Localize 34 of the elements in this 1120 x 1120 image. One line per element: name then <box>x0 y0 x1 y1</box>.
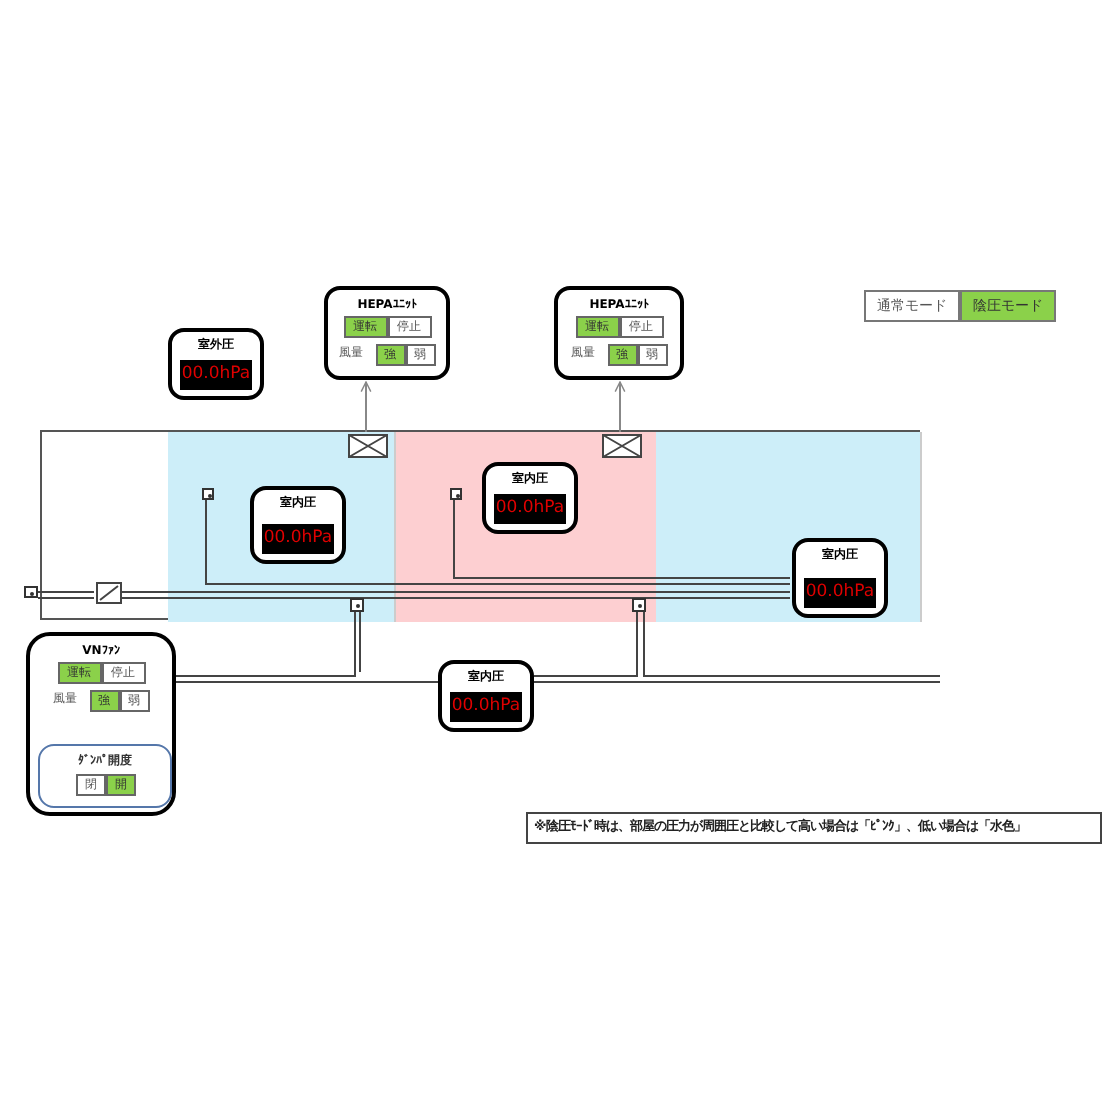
pressure-sensor <box>450 488 462 500</box>
hepa-vent <box>348 434 388 458</box>
control-panel <box>324 286 450 380</box>
connector-line <box>533 609 638 677</box>
connector-line <box>175 609 356 677</box>
pressure-panel <box>250 486 346 564</box>
connector-line <box>205 497 791 585</box>
pressure-panel <box>482 462 578 534</box>
pressure-sensor <box>350 598 364 612</box>
room-area <box>168 432 396 622</box>
connector-line <box>360 381 372 433</box>
pressure-display: 00.0hPa <box>804 578 876 608</box>
connector-line <box>175 681 439 683</box>
control-panel <box>26 632 176 816</box>
pressure-sensor <box>202 488 214 500</box>
connector-line <box>614 381 626 433</box>
connector-line <box>453 497 791 579</box>
pressure-sensor <box>632 598 646 612</box>
hepa-vent <box>602 434 642 458</box>
pressure-display: 00.0hPa <box>180 360 252 390</box>
pressure-panel <box>792 538 888 618</box>
pressure-display: 00.0hPa <box>450 692 522 722</box>
pressure-display: 00.0hPa <box>262 524 334 554</box>
pressure-sensor <box>24 586 38 598</box>
connector-line <box>37 591 95 593</box>
room-area <box>656 432 922 622</box>
building-outline <box>40 430 920 620</box>
pressure-display: 00.0hPa <box>494 494 566 524</box>
room-area <box>396 432 656 622</box>
damper-panel <box>38 744 172 808</box>
pressure-panel <box>438 660 534 732</box>
damper-symbol <box>96 582 122 604</box>
pressure-panel <box>168 328 264 400</box>
control-panel <box>554 286 684 380</box>
